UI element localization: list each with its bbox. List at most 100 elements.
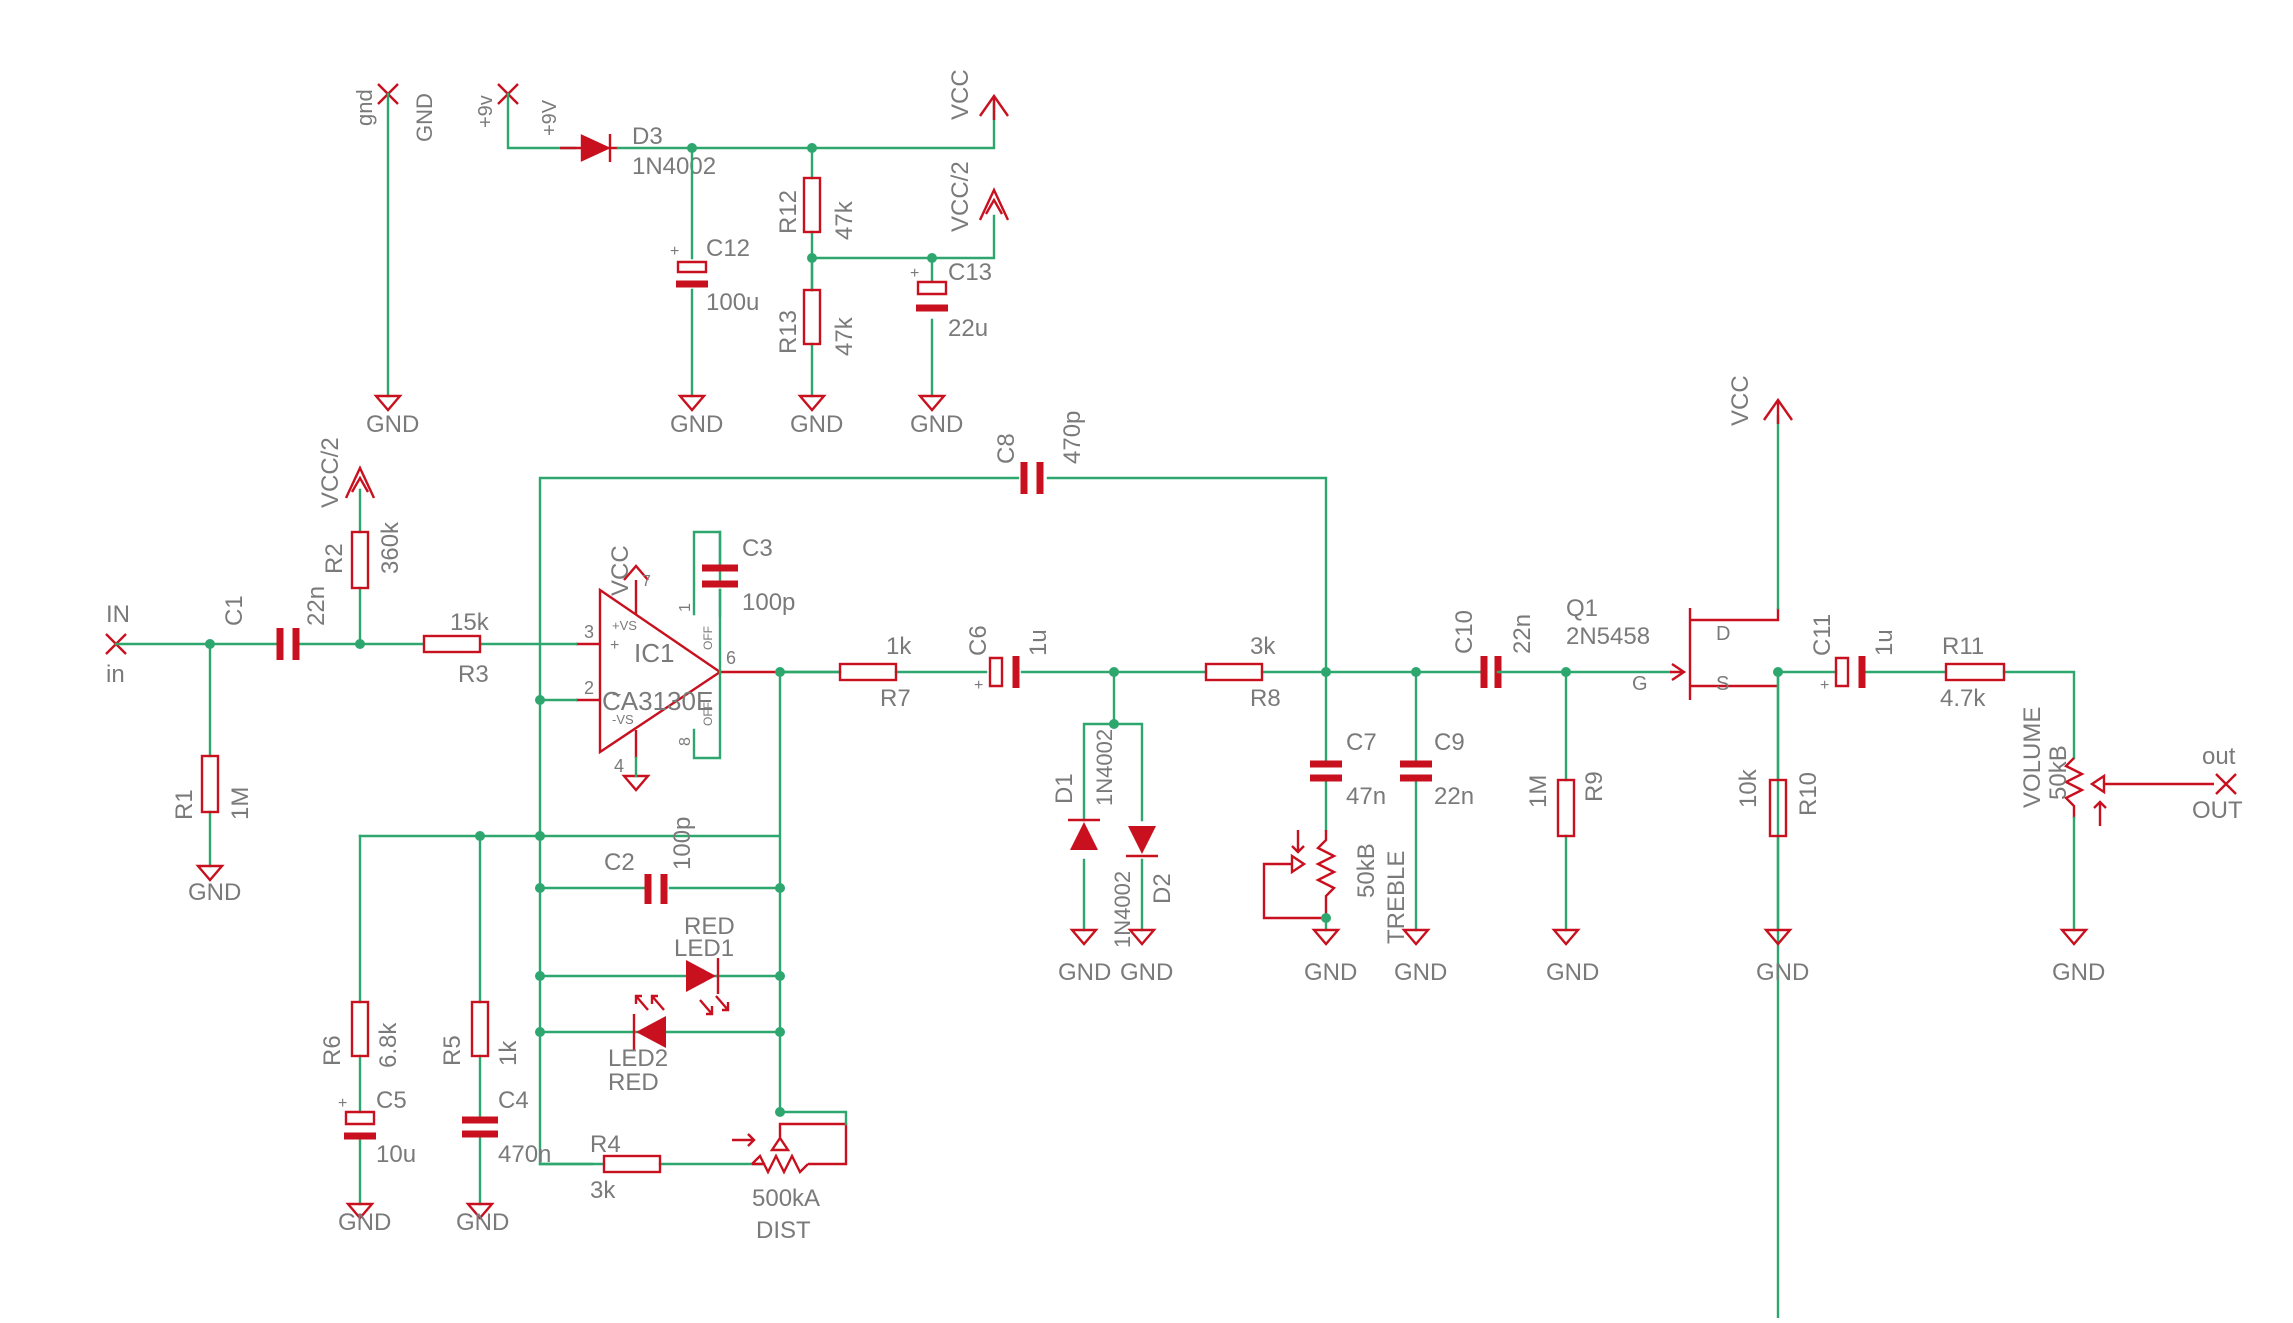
c10-value: 22n [1509, 614, 1536, 654]
ic1-pin-vsn: -VS [612, 712, 634, 727]
r12-name: R12 [775, 190, 802, 234]
d1-value: 1N4002 [1092, 729, 1117, 806]
r5-resistor: R5 1k [439, 1000, 522, 1066]
c8-value: 470p [1059, 411, 1086, 464]
gnd-label: GND [456, 1209, 509, 1236]
d3-value: 1N4002 [632, 153, 716, 180]
c12-name: C12 [706, 235, 750, 262]
ic1-pin-7: 7 [642, 573, 651, 590]
r1-name: R1 [171, 789, 198, 820]
r11-value: 4.7k [1940, 685, 1986, 712]
d1-diode: D1 1N4002 GND [1051, 729, 1117, 986]
r10-name: R10 [1795, 772, 1822, 816]
r6-value: 6.8k [375, 1022, 402, 1068]
r1-resistor: R1 1M GND [171, 754, 254, 906]
dist-potentiometer[interactable]: 500kA DIST [732, 1122, 848, 1244]
c12-plus: + [670, 243, 679, 260]
c5-value: 10u [376, 1141, 416, 1168]
gnd-port-net: GND [412, 93, 437, 142]
c3-value: 100p [742, 589, 795, 616]
ground-symbol [917, 394, 947, 412]
ground-symbol [1069, 928, 1099, 946]
ic1-pin-8: 8 [677, 737, 694, 746]
ground-symbol [195, 864, 225, 882]
r11-name: R11 [1942, 633, 1984, 660]
c1-capacitor: C1 22n [221, 586, 330, 660]
dist-name: DIST [756, 1217, 811, 1244]
v9-label-b: +9V [539, 99, 561, 136]
r4-resistor: R4 3k [538, 1131, 766, 1204]
led2-diode: LED2 RED [608, 994, 668, 1096]
treble-name: TREBLE [1383, 851, 1410, 944]
ground-symbol [677, 394, 707, 412]
r13-resistor: R13 47k GND [775, 256, 858, 438]
c1-value: 22n [303, 586, 330, 626]
ground-symbol [1311, 928, 1341, 946]
r2-value: 360k [377, 521, 404, 574]
c9-value: 22n [1434, 783, 1474, 810]
r8-value: 3k [1250, 633, 1276, 660]
volume-potentiometer[interactable]: VOLUME 50kB GND [2019, 707, 2214, 986]
c2-capacitor: C2 100p [604, 817, 696, 904]
c10-name: C10 [1451, 610, 1478, 654]
c13-value: 22u [948, 315, 988, 342]
r1-value: 1M [227, 787, 254, 820]
output-port: out OUT [2192, 743, 2243, 824]
r6-name: R6 [319, 1035, 346, 1066]
treble-potentiometer[interactable]: 50kB TREBLE GND [1262, 830, 1410, 986]
c3-capacitor: C3 100p [702, 530, 795, 618]
r5-value: 1k [495, 1040, 522, 1066]
d3-name: D3 [632, 123, 663, 150]
d2-name: D2 [1149, 873, 1176, 904]
gnd-port: gnd GND GND [352, 83, 437, 438]
c4-capacitor: C4 470n GND [456, 1087, 551, 1236]
r12-value: 47k [831, 200, 858, 240]
c11-value: 1u [1871, 629, 1898, 656]
r13-value: 47k [831, 316, 858, 356]
ground-symbol [797, 394, 827, 412]
c11-name: C11 [1809, 614, 1836, 656]
c5-name: C5 [376, 1087, 407, 1114]
vcc-label-2: VCC [1727, 375, 1754, 426]
dist-value: 500kA [752, 1185, 820, 1212]
in-port-label: in [106, 661, 125, 688]
ic1-off-1: OFF [701, 626, 715, 650]
gnd-port-label: gnd [352, 89, 377, 126]
c11-plus: + [1820, 677, 1829, 694]
r9-name: R9 [1581, 771, 1608, 802]
q1-gate: G [1632, 673, 1648, 695]
c12-value: 100u [706, 289, 759, 316]
r9-resistor: 1M R9 GND [1525, 771, 1608, 986]
q1-jfet: Q1 2N5458 G D S [1566, 595, 1780, 700]
ground-symbol [1127, 928, 1157, 946]
c7-name: C7 [1346, 729, 1377, 756]
c4-name: C4 [498, 1087, 529, 1114]
r12-resistor: R12 47k [775, 146, 858, 292]
d2-value: 1N4002 [1110, 871, 1135, 948]
c11-capacitor: + C11 1u [1809, 614, 1898, 694]
out-port-name: out [2202, 743, 2236, 770]
d2-diode: 1N4002 D2 GND [1110, 826, 1176, 986]
gnd-label: GND [338, 1209, 391, 1236]
d1-name: D1 [1051, 773, 1078, 804]
ic1-name: IC1 [634, 638, 674, 668]
c2-name: C2 [604, 849, 635, 876]
r3-resistor: 15k R3 [422, 609, 490, 688]
d3-diode: D3 1N4002 [560, 123, 716, 180]
ic1-pin-2: 2 [584, 678, 594, 698]
r11-resistor: R11 4.7k [1940, 633, 2006, 712]
r9-value: 1M [1525, 775, 1552, 808]
q1-source: S [1716, 673, 1729, 695]
vcc2-label-1: VCC/2 [947, 161, 974, 232]
ic1-pin-plus: + [610, 637, 619, 654]
vcc-arrow-2 [1763, 397, 1793, 424]
vcc2-arrow-1 [978, 187, 1010, 221]
ground-symbol [465, 1202, 495, 1220]
ground-symbol [1763, 928, 1793, 946]
gnd-label: GND [366, 411, 419, 438]
q1-drain: D [1716, 623, 1730, 645]
plus9v-port: +9v +9V [475, 83, 577, 150]
out-port-label: OUT [2192, 797, 2243, 824]
